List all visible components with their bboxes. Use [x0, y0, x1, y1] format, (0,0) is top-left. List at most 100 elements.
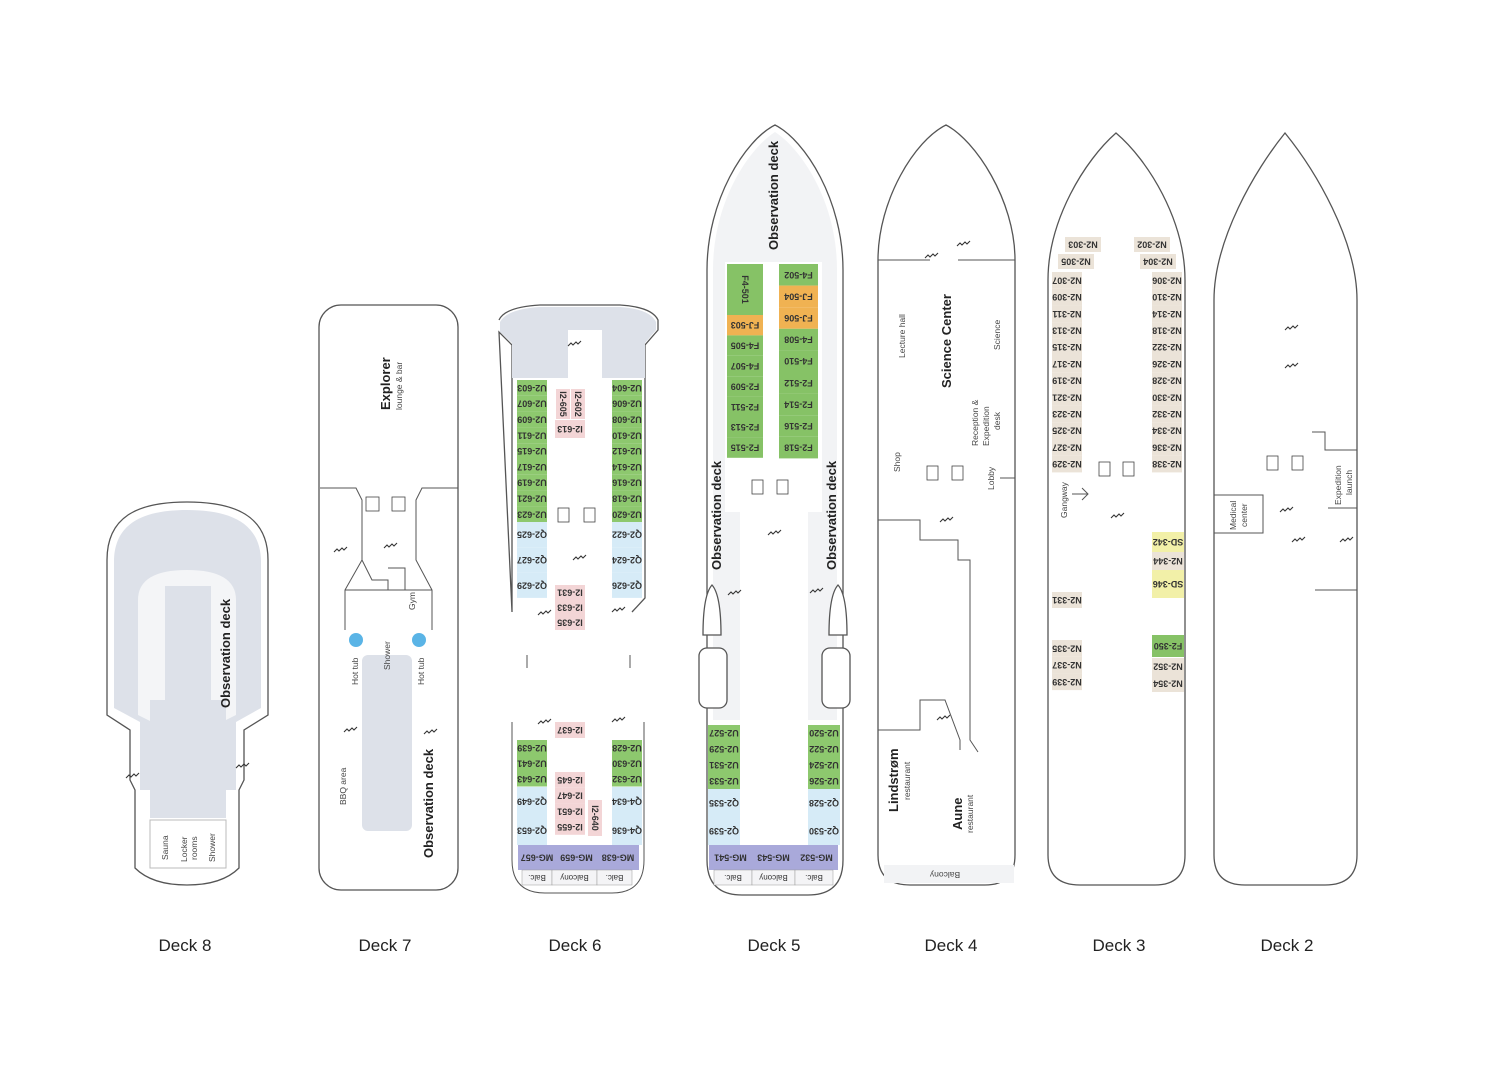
cabin[interactable]: Q2-627: [517, 547, 547, 573]
cabin[interactable]: Q2-535: [708, 789, 740, 817]
cabin[interactable]: Q2-626: [612, 572, 642, 598]
cabin[interactable]: F4-510: [779, 350, 818, 372]
cabin[interactable]: U2-531: [708, 757, 740, 773]
cabin[interactable]: F2-509: [727, 376, 763, 397]
cabin[interactable]: MG-659: [556, 845, 597, 870]
cabin[interactable]: U2-643: [517, 771, 547, 787]
cabin[interactable]: I2-613: [555, 420, 585, 438]
cabin[interactable]: Q2-528: [808, 789, 840, 817]
cabin[interactable]: Q2-653: [517, 816, 547, 845]
deck-3[interactable]: Gangway: [1047, 132, 1186, 886]
cabin[interactable]: N2-303: [1065, 237, 1101, 252]
cabin[interactable]: U2-618: [612, 490, 642, 507]
cabin[interactable]: U2-628: [612, 740, 642, 756]
cabin[interactable]: N2-319: [1052, 372, 1082, 389]
cabin[interactable]: F2-511: [727, 396, 763, 417]
cabin[interactable]: FJ-506: [779, 307, 818, 329]
cabin[interactable]: N2-311: [1052, 305, 1082, 323]
cabin[interactable]: Q2-530: [808, 817, 840, 845]
cabin[interactable]: F4-508: [779, 328, 818, 351]
cabin[interactable]: N2-344: [1152, 552, 1184, 570]
cabin[interactable]: U2-614: [612, 459, 642, 475]
cabin[interactable]: Q2-539: [708, 817, 740, 845]
cabin[interactable]: MG-532: [795, 845, 838, 870]
cabin[interactable]: I2-633: [555, 600, 585, 615]
cabin[interactable]: SD-346: [1152, 570, 1184, 598]
deck-8[interactable]: Observation deck Sauna Locker rooms Show…: [106, 501, 269, 886]
cabin[interactable]: I2-602: [571, 389, 585, 419]
cabin[interactable]: N2-354: [1152, 675, 1184, 692]
cabin[interactable]: U2-533: [708, 773, 740, 789]
cabin[interactable]: N2-336: [1152, 439, 1182, 456]
cabin[interactable]: U2-529: [708, 741, 740, 757]
cabin[interactable]: I2-640: [588, 800, 602, 836]
cabin[interactable]: I2-631: [555, 585, 585, 600]
cabin[interactable]: FJ-504: [779, 285, 818, 308]
cabin[interactable]: U2-623: [517, 506, 547, 523]
cabin[interactable]: U2-615: [517, 443, 547, 459]
cabin[interactable]: U2-620: [612, 506, 642, 523]
cabin[interactable]: Q4-636: [612, 816, 642, 845]
cabin[interactable]: F4-502: [779, 264, 818, 286]
cabin[interactable]: U2-524: [808, 757, 840, 773]
cabin[interactable]: F2-515: [727, 437, 763, 458]
cabin[interactable]: N2-306: [1152, 272, 1182, 289]
cabin[interactable]: U2-609: [517, 411, 547, 428]
cabin[interactable]: U2-630: [612, 755, 642, 772]
cabin[interactable]: I2-651: [555, 803, 585, 820]
cabin[interactable]: N2-331: [1052, 592, 1082, 608]
cabin[interactable]: U2-606: [612, 395, 642, 412]
cabin[interactable]: N2-305: [1058, 254, 1094, 269]
cabin[interactable]: U2-607: [517, 395, 547, 412]
cabin[interactable]: N2-321: [1052, 388, 1082, 406]
cabin[interactable]: N2-339: [1052, 673, 1082, 691]
cabin[interactable]: I2-647: [555, 787, 585, 804]
cabin[interactable]: F2-518: [779, 436, 818, 459]
cabin[interactable]: N2-302: [1134, 237, 1170, 252]
deck-4[interactable]: Lecture hall Science Center Science Shop…: [877, 124, 1016, 886]
cabin[interactable]: U2-632: [612, 771, 642, 787]
cabin[interactable]: Q2-649: [517, 787, 547, 816]
cabin[interactable]: F2-350: [1152, 635, 1184, 657]
deck-2[interactable]: Medical center Expedition launch: [1213, 131, 1358, 886]
cabin[interactable]: N2-317: [1052, 355, 1082, 373]
cabin[interactable]: F4-507: [727, 355, 763, 377]
cabin[interactable]: U2-603: [517, 380, 547, 396]
cabin[interactable]: Q2-624: [612, 547, 642, 573]
cabin[interactable]: N2-322: [1152, 338, 1182, 356]
cabin[interactable]: MG-657: [518, 845, 556, 870]
cabin[interactable]: N2-326: [1152, 355, 1182, 373]
cabin[interactable]: U2-612: [612, 443, 642, 459]
cabin[interactable]: U2-639: [517, 740, 547, 756]
cabin[interactable]: I2-645: [555, 772, 585, 788]
cabin[interactable]: F4-501: [727, 264, 763, 315]
cabin[interactable]: N2-323: [1052, 405, 1082, 423]
cabin[interactable]: N2-329: [1052, 455, 1082, 473]
cabin[interactable]: I2-637: [555, 722, 585, 738]
cabin[interactable]: Q2-622: [612, 522, 642, 548]
cabin[interactable]: F2-513: [727, 417, 763, 438]
cabin[interactable]: F2-512: [779, 372, 818, 394]
cabin[interactable]: MG-638: [597, 845, 639, 870]
cabin[interactable]: N2-327: [1052, 439, 1082, 456]
cabin[interactable]: U2-604: [612, 380, 642, 396]
cabin[interactable]: N2-309: [1052, 288, 1082, 306]
cabin[interactable]: F2-514: [779, 393, 818, 416]
cabin[interactable]: N2-352: [1152, 658, 1184, 675]
cabin[interactable]: N2-315: [1052, 338, 1082, 356]
cabin[interactable]: I2-635: [555, 615, 585, 630]
cabin[interactable]: N2-330: [1152, 388, 1182, 406]
cabin[interactable]: N2-338: [1152, 455, 1182, 473]
cabin[interactable]: U2-641: [517, 755, 547, 772]
cabin[interactable]: N2-335: [1052, 640, 1082, 657]
cabin[interactable]: U2-610: [612, 427, 642, 444]
cabin[interactable]: N2-334: [1152, 422, 1182, 439]
cabin[interactable]: U2-526: [808, 773, 840, 789]
cabin[interactable]: F2-516: [779, 415, 818, 437]
cabin[interactable]: I2-655: [555, 819, 585, 835]
cabin[interactable]: N2-307: [1052, 272, 1082, 289]
cabin[interactable]: FJ-503: [727, 315, 763, 336]
cabin[interactable]: N2-328: [1152, 372, 1182, 389]
cabin[interactable]: Q2-629: [517, 572, 547, 598]
cabin[interactable]: Q2-625: [517, 522, 547, 548]
